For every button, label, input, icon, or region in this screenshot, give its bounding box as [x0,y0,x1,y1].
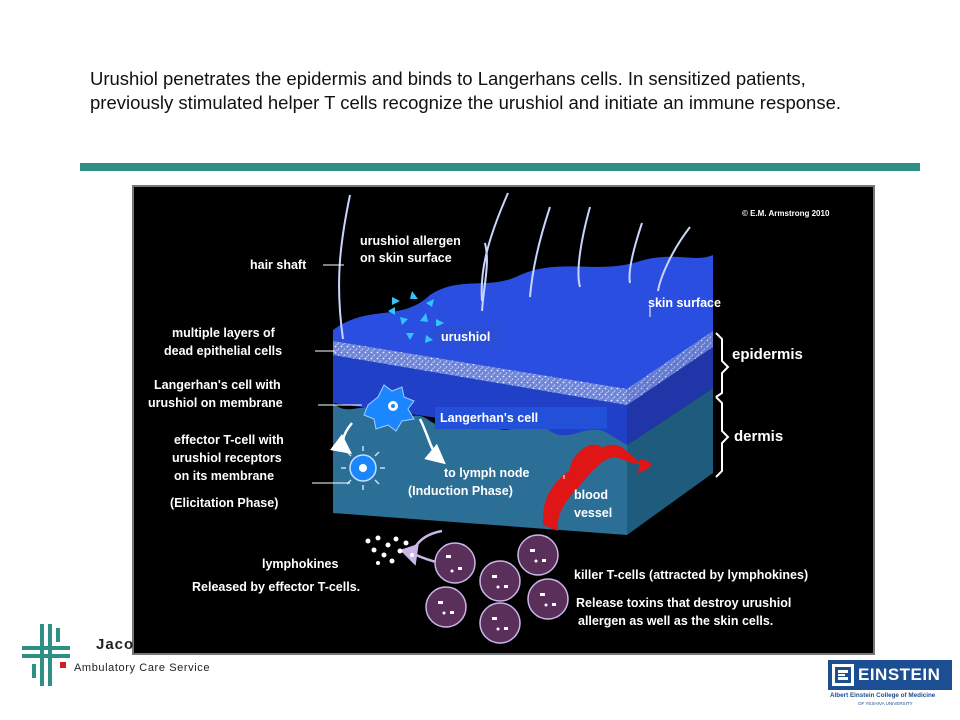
label-hair-shaft: hair shaft [250,258,307,272]
label-effector-2: urushiol receptors [172,451,282,465]
label-dermis: dermis [734,428,783,445]
einstein-logo: EINSTEIN Albert Einstein College of Medi… [828,660,952,708]
org-name: Jaco [96,636,134,653]
label-lymph-1: to lymph node [444,466,529,480]
label-released: Released by effector T-cells. [192,580,360,594]
label-dead-cells-1: multiple layers of [172,326,276,340]
copyright-label: © E.M. Armstrong 2010 [742,209,830,218]
label-urushiol: urushiol [441,330,490,344]
skin-diagram-figure: © E.M. Armstrong 2010 hair shaft urushio… [130,183,877,657]
label-toxins-2: allergen as well as the skin cells. [578,614,773,628]
label-blood-1: blood [574,488,608,502]
einstein-mark-icon [832,664,854,686]
label-killer: killer T-cells (attracted by lymphokines… [574,568,808,582]
label-toxins-1: Release toxins that destroy urushiol [576,596,791,610]
label-epidermis: epidermis [732,346,803,363]
skin-diagram: © E.M. Armstrong 2010 hair shaft urushio… [130,183,877,657]
label-allergen-1: urushiol allergen [360,234,461,248]
label-blood-2: vessel [574,506,612,520]
einstein-wordmark: EINSTEIN [858,665,940,685]
divider-rule [80,163,920,171]
org-subtitle: Ambulatory Care Service [74,662,210,674]
label-effector-1: effector T-cell with [174,433,284,447]
label-dead-cells-2: dead epithelial cells [164,344,282,358]
label-skin-surface: skin surface [648,296,721,310]
einstein-college-name: Albert Einstein College of Medicine [830,692,935,699]
label-lymph-2: (Induction Phase) [408,484,513,498]
label-langerhans-2: urushiol on membrane [148,396,283,410]
label-allergen-2: on skin surface [360,251,452,265]
label-elicitation: (Elicitation Phase) [170,496,278,510]
label-lymphokines: lymphokines [262,557,338,571]
label-effector-3: on its membrane [174,469,274,483]
jacobi-logo-icon [22,624,92,686]
label-langerhans-1: Langerhan's cell with [154,378,281,392]
label-langerhans-cell: Langerhan's cell [440,411,538,425]
einstein-university-name: OF YESHIVA UNIVERSITY [858,701,913,706]
caption-text: Urushiol penetrates the epidermis and bi… [90,67,890,115]
